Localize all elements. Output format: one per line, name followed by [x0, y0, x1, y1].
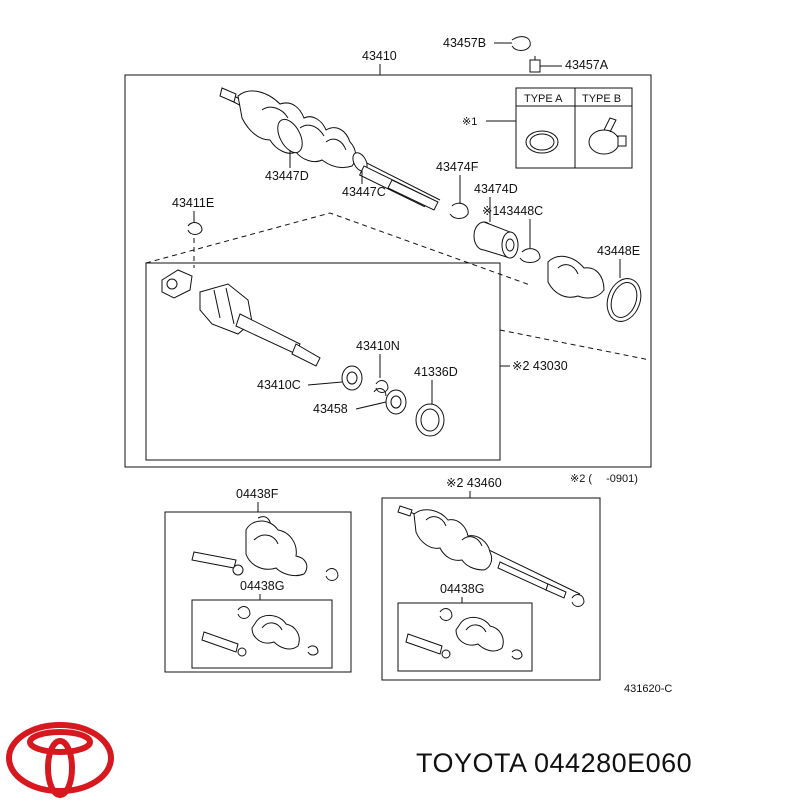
label-43448c: ※143448C [482, 204, 543, 218]
damper-43474d-icon [473, 221, 519, 259]
kit-43460-illustration [397, 505, 585, 607]
label-note-range: ※2 ( -0901) [570, 473, 638, 485]
toyota-logo [6, 722, 114, 798]
label-43457b: 43457B [443, 36, 486, 50]
washer-43458-icon [373, 388, 387, 397]
clamp-43448c-icon [519, 248, 541, 263]
snap-ring-43411e-icon [187, 222, 203, 235]
main-frame [124, 74, 652, 468]
inboard-joint-frame [145, 262, 501, 461]
label-04438f: 04438F [236, 487, 279, 501]
label-43448e: 43448E [597, 244, 640, 258]
kit-04438f-frame [164, 511, 352, 673]
clamp-43457b-icon [511, 36, 531, 51]
label-43460: ※2 43460 [446, 476, 502, 490]
kit-04438g-right-frame [397, 602, 533, 672]
label-43474f: 43474F [436, 160, 479, 174]
label-43411e: 43411E [172, 196, 214, 210]
clamp-43457a-icon [529, 56, 541, 73]
band-43448e-icon [606, 278, 642, 322]
inboard-joint-illustration [161, 269, 321, 367]
boot-41336d-icon [415, 403, 445, 437]
dashed-callout-right [499, 329, 651, 361]
label-43447c: 43447C [342, 185, 386, 199]
kit-43460-frame [381, 497, 601, 681]
clamp-43474f-icon [449, 202, 469, 219]
label-43030: ※2 43030 [512, 359, 568, 373]
type-table: TYPE A TYPE B ※1 [462, 87, 633, 169]
kit-04438g-right-illustration [405, 608, 523, 660]
label-43410n: 43410N [356, 339, 400, 353]
label-04438g-right: 04438G [440, 582, 484, 596]
drive-shaft-outer-illustration [219, 87, 441, 211]
label-43410c: 43410C [257, 378, 301, 392]
kit-04438g-left-frame [191, 599, 333, 669]
bearing-icon [385, 389, 407, 415]
label-41336d: 41336D [414, 365, 458, 379]
cup-43410c-icon [341, 365, 363, 391]
label-43410: 43410 [362, 49, 397, 63]
inner-boot-icon [547, 255, 605, 299]
type-b-label: TYPE B [582, 93, 621, 105]
label-04438g-left: 04438G [240, 579, 284, 593]
clamp-type-b-icon [588, 129, 620, 155]
label-43447d: 43447D [265, 169, 309, 183]
brand-part-number: TOYOTA 044280E060 [416, 748, 692, 778]
ring-43410n-icon [375, 380, 389, 393]
label-43457a: 43457A [565, 58, 609, 72]
dashed-callout-top [145, 212, 531, 286]
label-drawing-number: 431620-C [624, 683, 672, 695]
kit-04438g-left-illustration [201, 606, 319, 657]
label-43458: 43458 [313, 402, 348, 416]
label-43474d: 43474D [474, 182, 518, 196]
kit-04438f-illustration [191, 516, 339, 581]
type-a-label: TYPE A [524, 93, 563, 105]
type-table-marker: ※1 [462, 116, 477, 128]
